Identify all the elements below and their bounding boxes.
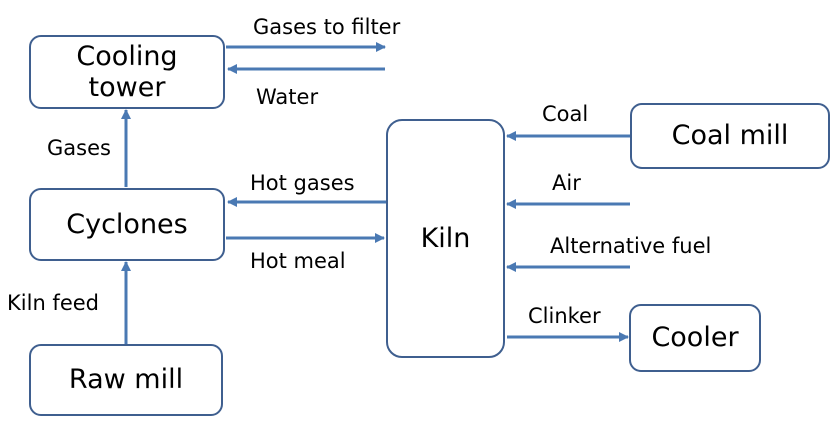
cyclones-box: Cyclones [29, 188, 225, 261]
cooler-box: Cooler [629, 304, 761, 372]
gases-to-filter-label: Gases to filter [253, 15, 401, 39]
kiln-box: Kiln [386, 119, 505, 358]
cooling-tower-box: Cooling tower [29, 35, 225, 109]
kiln-label: Kiln [420, 222, 471, 254]
kiln-feed-label: Kiln feed [7, 291, 99, 315]
clinker-label: Clinker [528, 304, 601, 328]
water-label: Water [256, 85, 319, 109]
raw-mill-label: Raw mill [68, 364, 184, 396]
air-label: Air [552, 171, 581, 195]
cooler-label: Cooler [651, 322, 739, 354]
alternative-fuel-label: Alternative fuel [550, 234, 712, 258]
coal-label: Coal [542, 102, 589, 126]
gases-label: Gases [47, 136, 111, 160]
hot-gases-label: Hot gases [250, 171, 355, 195]
coal-mill-label: Coal mill [671, 120, 789, 152]
raw-mill-box: Raw mill [29, 344, 223, 416]
cooling-tower-label: Cooling tower [76, 40, 178, 103]
cyclones-label: Cyclones [66, 208, 188, 240]
coal-mill-box: Coal mill [630, 103, 830, 169]
hot-meal-label: Hot meal [250, 249, 346, 273]
